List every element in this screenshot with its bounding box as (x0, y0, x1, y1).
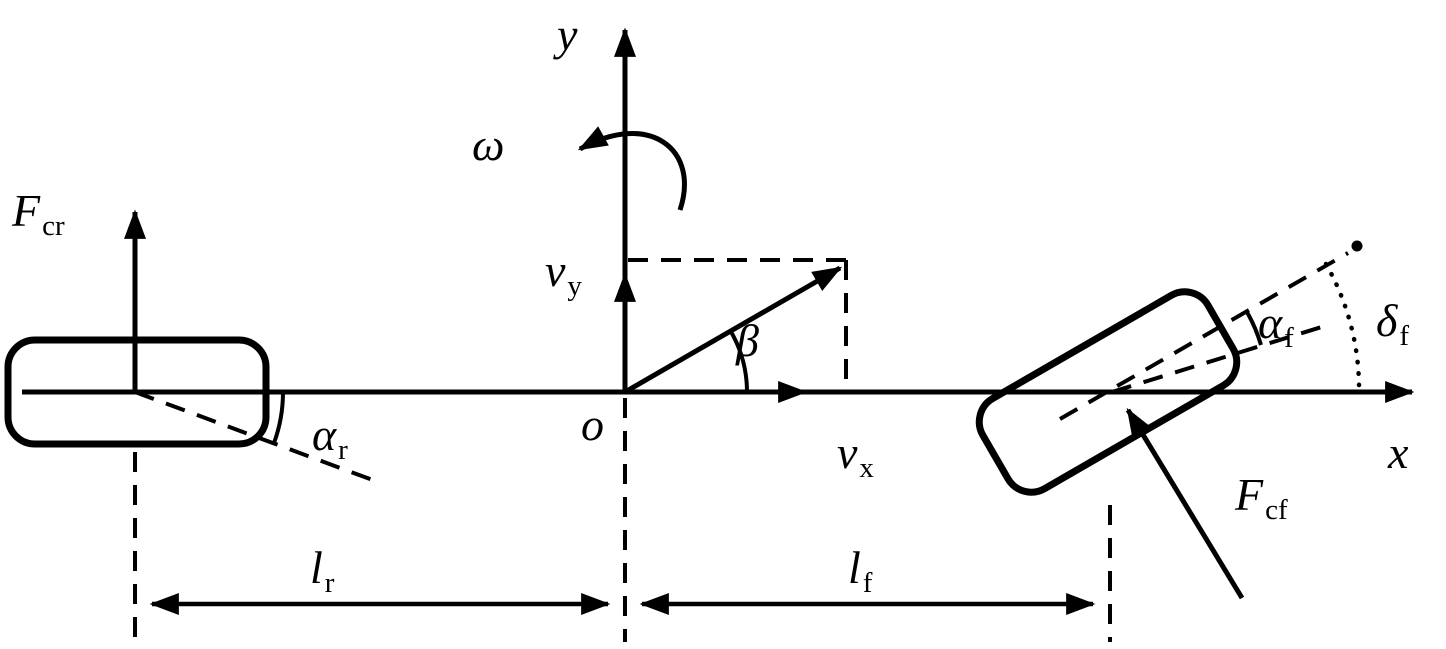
vx-subscript: x (859, 452, 874, 484)
label-delta-f: δf (1376, 298, 1409, 351)
alpha-r-symbol: α (312, 409, 337, 460)
label-vx: vx (837, 430, 874, 483)
label-vy: vy (545, 248, 582, 301)
fcf-symbol: F (1235, 469, 1264, 520)
velocity-vector-arrow (623, 265, 843, 395)
label-x-axis: x (1388, 430, 1408, 476)
label-alpha-r: αr (312, 412, 348, 465)
fcf-subscript: cf (1265, 494, 1288, 526)
wheel-plane-line-end-dot (1351, 240, 1363, 252)
omega-yaw-arc-arrow (577, 126, 687, 211)
beta-arc (728, 328, 749, 393)
vx-symbol: v (837, 427, 858, 478)
label-omega: ω (472, 122, 504, 168)
alpha-f-subscript: f (1284, 322, 1294, 354)
label-lf: lf (848, 545, 872, 598)
lr-subscript: r (324, 567, 335, 599)
label-alpha-f: αf (1258, 300, 1294, 353)
lf-symbol: l (848, 542, 861, 593)
front-velocity-dashed-line (1111, 323, 1329, 394)
lr-symbol: l (310, 542, 323, 593)
label-beta: β (736, 318, 759, 364)
origin-symbol: o (581, 399, 604, 450)
lf-subscript: f (862, 567, 873, 599)
x-axis-symbol: x (1388, 427, 1409, 478)
label-lr: lr (310, 545, 334, 598)
vy-symbol: v (545, 245, 566, 296)
label-fcf: Fcf (1235, 472, 1288, 525)
alpha-r-arc (272, 391, 286, 444)
label-y-axis: y (557, 12, 577, 58)
alpha-f-symbol: α (1258, 297, 1283, 348)
alpha-r-subscript: r (338, 434, 348, 466)
delta-f-subscript: f (1399, 320, 1410, 352)
fcf-force-arrow (1125, 407, 1245, 600)
vy-subscript: y (567, 270, 582, 302)
alpha-f-arc (1245, 311, 1263, 346)
beta-symbol: β (736, 315, 759, 366)
fcr-symbol: F (12, 185, 41, 236)
y-axis-symbol: y (557, 9, 578, 60)
fcr-subscript: cr (42, 210, 65, 242)
omega-symbol: ω (472, 119, 505, 170)
delta-f-dotted-arc (1323, 261, 1362, 388)
rear-slip-dashed-line (134, 390, 379, 484)
label-fcr: Fcr (12, 188, 65, 241)
wheel-plane-dashed-line (1059, 251, 1349, 421)
delta-f-symbol: δ (1376, 295, 1398, 346)
label-origin: o (581, 402, 604, 448)
